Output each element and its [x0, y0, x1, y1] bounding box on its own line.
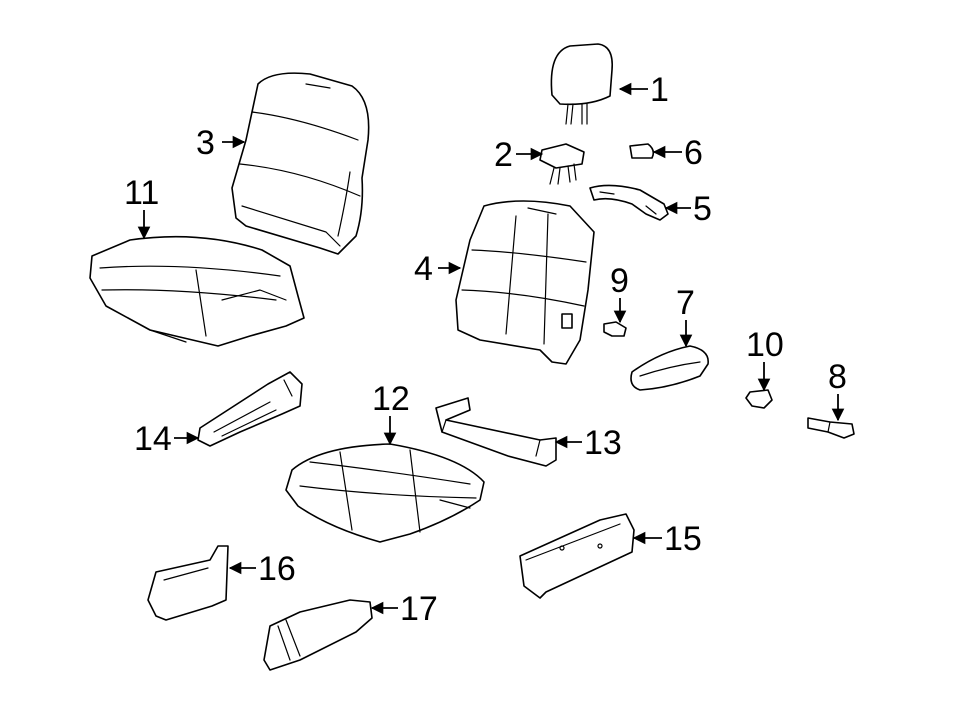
frame-part — [435, 397, 557, 467]
seat-back-pad-part — [455, 200, 595, 365]
callout-9: 9 — [610, 262, 629, 300]
callout-14: 14 — [134, 420, 172, 458]
cushion-pad-part — [285, 443, 485, 543]
callout-2: 2 — [494, 136, 513, 174]
callout-3: 3 — [196, 124, 215, 162]
callout-10: 10 — [746, 326, 784, 364]
clip-part — [629, 143, 655, 159]
callout-16: 16 — [258, 550, 296, 588]
callout-12: 12 — [372, 380, 410, 418]
callout-15: 15 — [664, 520, 702, 558]
callout-7: 7 — [676, 284, 695, 322]
armrest-part — [630, 345, 709, 391]
side-cover-right-part — [519, 513, 635, 599]
callout-1: 1 — [650, 71, 669, 109]
callout-13: 13 — [584, 424, 622, 462]
headrest-part — [550, 43, 614, 125]
bolt-8-part — [807, 417, 855, 439]
guide-bracket-part — [539, 143, 585, 185]
callout-5: 5 — [693, 190, 712, 228]
leader-arrows — [137, 82, 845, 615]
callout-8: 8 — [828, 358, 847, 396]
callout-17: 17 — [400, 590, 438, 628]
nut-part — [745, 389, 773, 409]
callout-11: 11 — [124, 174, 159, 212]
seat-back-part — [231, 72, 370, 255]
callout-6: 6 — [684, 134, 703, 172]
side-cover-left-part — [147, 545, 229, 621]
bolt-9-part — [603, 321, 627, 337]
side-bracket-part — [197, 371, 303, 447]
callout-labels: 1 2 3 4 5 6 7 8 9 10 11 12 13 14 15 16 1… — [124, 71, 847, 628]
trim-panel-part — [263, 599, 373, 671]
seat-cushion-part — [89, 235, 305, 347]
handle-part — [589, 184, 669, 221]
callout-4: 4 — [414, 250, 433, 288]
